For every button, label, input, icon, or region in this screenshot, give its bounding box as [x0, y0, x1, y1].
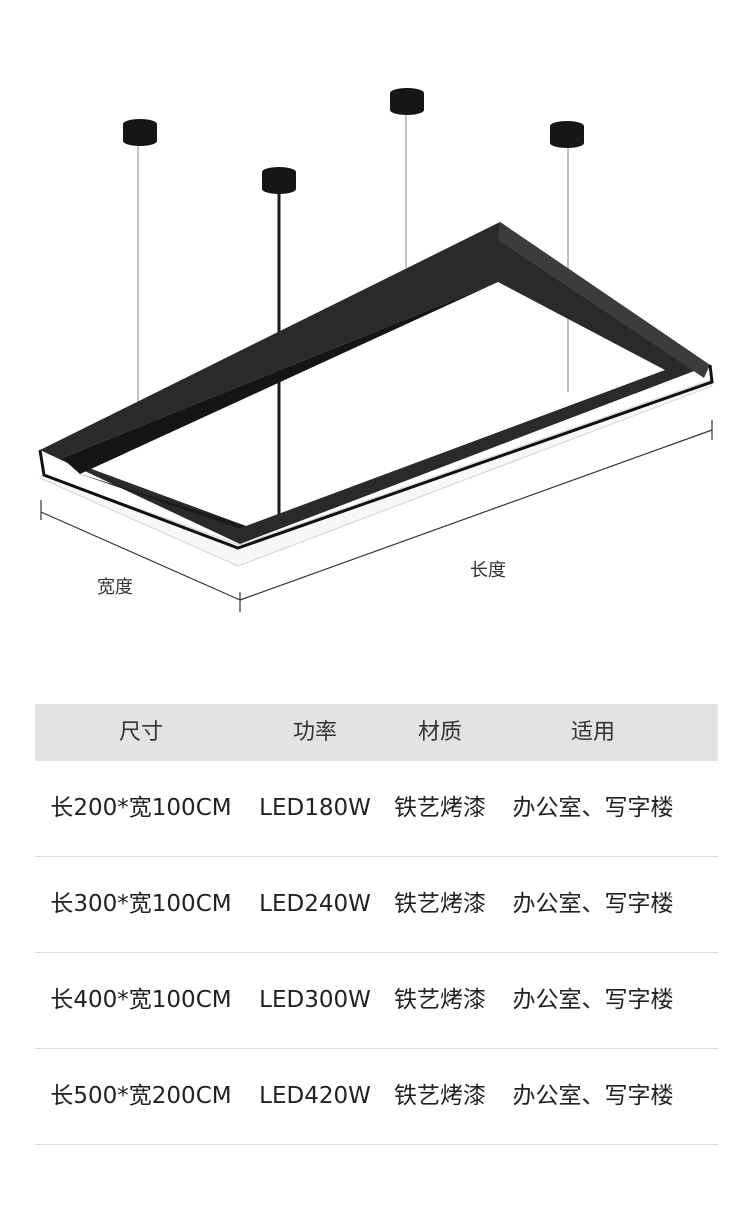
header-size: 尺寸 — [118, 720, 164, 745]
width-dimension-label: 宽度 — [97, 577, 133, 598]
cell-size: 长400*宽100CM — [50, 987, 232, 1013]
cell-application: 办公室、写字楼 — [512, 987, 674, 1013]
ceiling-canopies — [123, 88, 584, 194]
canopy-3 — [550, 121, 584, 148]
cell-power: LED180W — [259, 795, 371, 821]
dimension-lines — [40, 420, 713, 612]
table-header: 尺寸 功率 材质 适用 — [35, 704, 718, 761]
table-row: 长400*宽100CM LED300W 铁艺烤漆 办公室、写字楼 — [35, 953, 718, 1049]
cell-power: LED240W — [259, 891, 371, 917]
cell-material: 铁艺烤漆 — [394, 891, 486, 917]
table-row: 长500*宽200CM LED420W 铁艺烤漆 办公室、写字楼 — [35, 1049, 718, 1145]
table-row: 长200*宽100CM LED180W 铁艺烤漆 办公室、写字楼 — [35, 761, 718, 857]
cell-material: 铁艺烤漆 — [394, 795, 486, 821]
length-dimension-label: 长度 — [470, 560, 506, 581]
table-row: 长300*宽100CM LED240W 铁艺烤漆 办公室、写字楼 — [35, 857, 718, 953]
cell-size: 长300*宽100CM — [50, 891, 232, 917]
cell-material: 铁艺烤漆 — [394, 987, 486, 1013]
cell-material: 铁艺烤漆 — [394, 1083, 486, 1109]
spec-table: 尺寸 功率 材质 适用 长200*宽100CM LED180W 铁艺烤漆 办公室… — [35, 704, 718, 1145]
header-material: 材质 — [417, 720, 463, 745]
canopy-2 — [390, 88, 424, 115]
cell-application: 办公室、写字楼 — [512, 1083, 674, 1109]
canopy-4 — [262, 167, 296, 194]
cell-power: LED300W — [259, 987, 371, 1013]
canopy-1 — [123, 119, 157, 146]
product-illustration: 宽度 长度 — [38, 88, 714, 612]
cell-size: 长500*宽200CM — [50, 1083, 232, 1109]
header-application: 适用 — [570, 720, 616, 745]
cell-size: 长200*宽100CM — [50, 795, 232, 821]
header-power: 功率 — [292, 720, 338, 745]
cell-application: 办公室、写字楼 — [512, 891, 674, 917]
rectangular-pendant-light-drawing — [38, 88, 714, 612]
cell-application: 办公室、写字楼 — [512, 795, 674, 821]
light-frame — [38, 222, 714, 567]
cell-power: LED420W — [259, 1083, 371, 1109]
